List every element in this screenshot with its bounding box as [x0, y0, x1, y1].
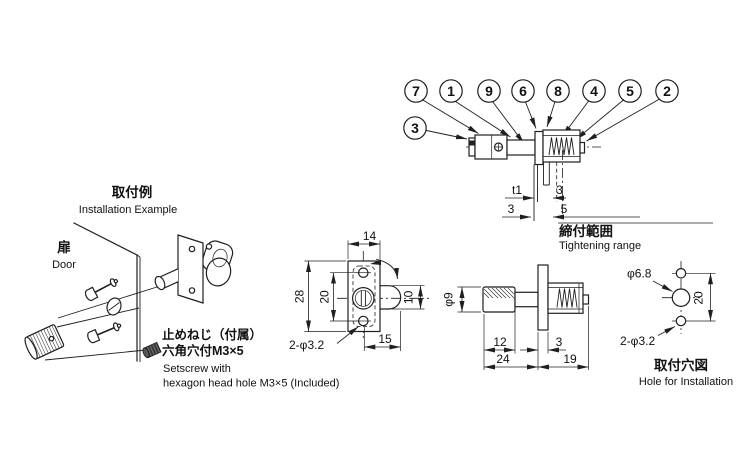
- dim-right-19: 19: [563, 352, 577, 366]
- installation-title-jp: 取付例: [112, 184, 153, 200]
- setscrew-label-en1: Setscrew with: [163, 363, 231, 375]
- callout-4: 4: [590, 83, 598, 99]
- plate-hole-top: [188, 245, 196, 253]
- dim-width-14: 14: [363, 229, 377, 243]
- center-hole-label: φ6.8: [627, 267, 652, 281]
- rotation-flag: [370, 259, 381, 265]
- installation-title-en: Installation Example: [79, 204, 177, 216]
- install-hole-center: [671, 288, 691, 307]
- dim-housing-10: 10: [402, 290, 416, 304]
- hole-view-title-jp: 取付穴図: [654, 357, 708, 373]
- plate-hole-bottom: [188, 287, 196, 294]
- tightening-range-jp: 締付範囲: [559, 223, 613, 239]
- dim-knob-dia: φ9: [442, 292, 456, 307]
- dim-plate-3: 3: [556, 335, 563, 349]
- setscrew-glyph: [142, 341, 162, 359]
- callout-2: 2: [663, 83, 671, 99]
- screw-bottom: [87, 322, 122, 344]
- callout-bubbles: 7 1 9 6 8 4 5 2 3: [403, 79, 679, 140]
- door-panel: [73, 222, 141, 362]
- rotation-arc-arrow: [375, 258, 399, 280]
- callout-8: 8: [554, 83, 562, 99]
- callout-9: 9: [485, 83, 493, 99]
- dim-range: 5: [561, 202, 568, 216]
- spring-side: [556, 288, 578, 308]
- side-view: φ9 12 3 24 19: [442, 264, 590, 370]
- dim-gap-top: 3: [556, 183, 563, 197]
- knurl-hatch: [483, 287, 515, 299]
- install-hole-top: [675, 267, 687, 279]
- door-label-en: Door: [52, 259, 76, 271]
- installation-example: 取付例 Installation Example 扉 Door: [24, 184, 339, 390]
- dim-t1: t1: [512, 183, 522, 197]
- dim-knob-12: 12: [493, 335, 507, 349]
- setscrew-label-jp1: 止めねじ（付属）: [162, 327, 262, 342]
- setscrew-label-en2: hexagon head hole M3×5 (Included): [163, 378, 339, 390]
- callout-5: 5: [626, 83, 634, 99]
- section-dimensions: t1 3 3 5 締付範囲 Tightening range: [502, 183, 713, 252]
- front-holes-label: 2-φ3.2: [289, 338, 324, 352]
- callout-leader-lines: [421, 98, 660, 144]
- hole-view: 20 φ6.8 2-φ3.2 取付穴図 Hole for Installatio…: [620, 261, 733, 388]
- spring-section: [548, 137, 575, 156]
- screw-top: [84, 278, 119, 302]
- front-view: 14 28 20 10 15 2-φ3.2: [289, 229, 429, 352]
- dim-height-28: 28: [293, 290, 307, 304]
- dim-gap-bottom: 3: [508, 202, 515, 216]
- hole-view-title-en: Hole for Installation: [639, 376, 733, 388]
- callout-7: 7: [412, 83, 420, 99]
- latch-bar: [543, 162, 550, 186]
- install-hole-bottom: [675, 315, 687, 327]
- knurled-knob: [24, 324, 65, 360]
- dim-pitch-20: 20: [318, 290, 332, 304]
- mounting-plate-iso: [177, 234, 204, 304]
- catch-disc: [106, 297, 122, 316]
- section-drawing: [466, 129, 601, 221]
- callout-3: 3: [411, 120, 419, 136]
- setscrew-label-jp2: 六角穴付M3×5: [162, 343, 244, 358]
- tightening-range-en: Tightening range: [559, 240, 641, 252]
- dim-left-24: 24: [496, 352, 510, 366]
- slot-lines: [360, 290, 366, 307]
- latch-shaft-iso: [154, 268, 179, 291]
- door-label-jp: 扉: [57, 239, 71, 255]
- callout-6: 6: [519, 83, 527, 99]
- dim-offset-15: 15: [378, 332, 392, 346]
- callout-1: 1: [447, 83, 455, 99]
- exploded-axis-lines: [44, 286, 158, 361]
- dim-hole-pitch-20: 20: [692, 291, 706, 305]
- housing-front-profile: [379, 285, 402, 310]
- latch-housing-iso: [201, 240, 234, 287]
- small-holes-label: 2-φ3.2: [620, 334, 655, 348]
